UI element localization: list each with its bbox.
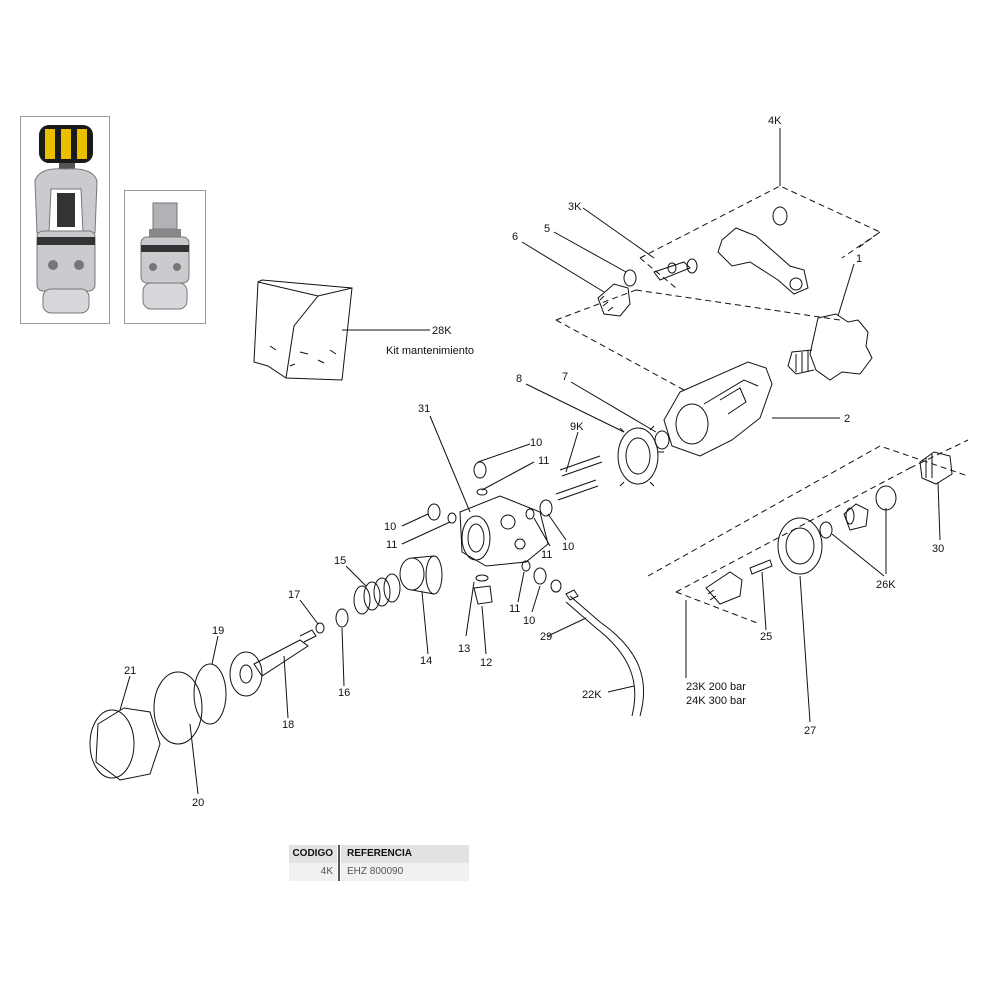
label-part-27: 27 (804, 725, 816, 737)
label-part-2: 2 (844, 413, 850, 425)
piston-part-18 (229, 629, 317, 697)
bracket-part-4k (717, 206, 809, 295)
part-labels: 1 2 3K 4K 5 6 7 8 9K 10 11 10 11 11 10 1… (124, 115, 944, 809)
label-part-11: 11 (509, 603, 520, 615)
first-stage-body-part-31 (459, 495, 549, 567)
label-part-31: 31 (418, 403, 430, 415)
label-part-12: 12 (480, 657, 492, 669)
label-part-21: 21 (124, 665, 136, 677)
o-ring-part-13 (475, 574, 489, 582)
regulator-photo-din (124, 190, 206, 324)
yoke-knob-part-1 (787, 313, 873, 381)
label-part-16: 16 (338, 687, 350, 699)
piston-part-3k (653, 258, 698, 281)
spring-part-15 (353, 573, 401, 615)
label-part-29: 29 (540, 631, 552, 643)
label-part-14: 14 (420, 655, 432, 667)
label-part-10: 10 (562, 541, 574, 553)
o-ring-part-11 (476, 488, 488, 496)
plug-part-10 (533, 567, 547, 585)
o-ring-part-19 (193, 663, 227, 725)
reference-table: CODIGO REFERENCIA 4K EHZ 800090 (289, 845, 469, 881)
locking-ring-part-20 (153, 671, 203, 745)
label-part-17: 17 (288, 589, 300, 601)
o-ring-part-11 (447, 512, 457, 524)
nut-part-8 (617, 425, 664, 487)
column-divider (338, 845, 340, 881)
din-adapter-part-23k (705, 571, 743, 605)
pins-part-9k (555, 455, 603, 501)
plug-part-12 (473, 585, 493, 605)
o-ring-part-16 (335, 608, 349, 628)
header-referencia: REFERENCIA (341, 845, 469, 863)
plug-part-10 (539, 499, 553, 517)
cell-code: 4K (289, 863, 337, 881)
label-part-11: 11 (541, 549, 552, 561)
handwheel-part-27 (777, 517, 823, 575)
cell-reference: EHZ 800090 (341, 863, 469, 881)
label-part-5: 5 (544, 223, 550, 235)
din-connector-part-30 (919, 451, 953, 485)
header-codigo: CODIGO (289, 845, 337, 863)
label-part-4k: 4K (768, 115, 782, 127)
o-ring-part-26k (875, 485, 897, 511)
label-part-20: 20 (192, 797, 204, 809)
plug-part-10 (473, 461, 487, 479)
screw-part-25 (749, 559, 773, 575)
label-part-3k: 3K (568, 201, 582, 213)
label-part-26k: 26K (876, 579, 896, 591)
label-part-13: 13 (458, 643, 470, 655)
hose-part-22k (565, 589, 645, 717)
o-ring-part-17 (315, 622, 325, 634)
label-part-19: 19 (212, 625, 224, 637)
o-ring-part-26k (819, 521, 833, 539)
label-part-25: 25 (760, 631, 772, 643)
sleeve-part-14 (399, 555, 443, 595)
label-part-28k: 28K (432, 325, 452, 337)
label-part-10: 10 (384, 521, 396, 533)
label-part-9k: 9K (570, 421, 584, 433)
label-part-11: 11 (386, 539, 397, 551)
label-part-15: 15 (334, 555, 346, 567)
maintenance-kit-bag (253, 279, 353, 381)
filter-part-26k (843, 503, 869, 531)
o-ring-part-11 (525, 508, 535, 520)
o-ring-part-11 (521, 560, 531, 572)
label-part-23k: 23K 200 bar (686, 681, 746, 693)
label-part-6: 6 (512, 231, 518, 243)
label-kit-mantenimiento: Kit mantenimiento (386, 345, 474, 357)
label-part-7: 7 (562, 371, 568, 383)
label-part-10: 10 (523, 615, 535, 627)
din-fitting-part-6 (597, 283, 631, 317)
label-part-8: 8 (516, 373, 522, 385)
label-part-24k: 24K 300 bar (686, 695, 746, 707)
end-cap-part-21 (89, 707, 161, 781)
label-part-11: 11 (538, 455, 549, 467)
plug-part-10 (427, 503, 441, 521)
o-ring-part-5 (623, 269, 637, 287)
label-part-30: 30 (932, 543, 944, 555)
yoke-part-2 (663, 361, 773, 457)
label-part-1: 1 (856, 253, 862, 265)
label-part-10: 10 (530, 437, 542, 449)
regulator-photo-yoke (20, 116, 110, 324)
label-part-22k: 22K (582, 689, 602, 701)
label-part-18: 18 (282, 719, 294, 731)
